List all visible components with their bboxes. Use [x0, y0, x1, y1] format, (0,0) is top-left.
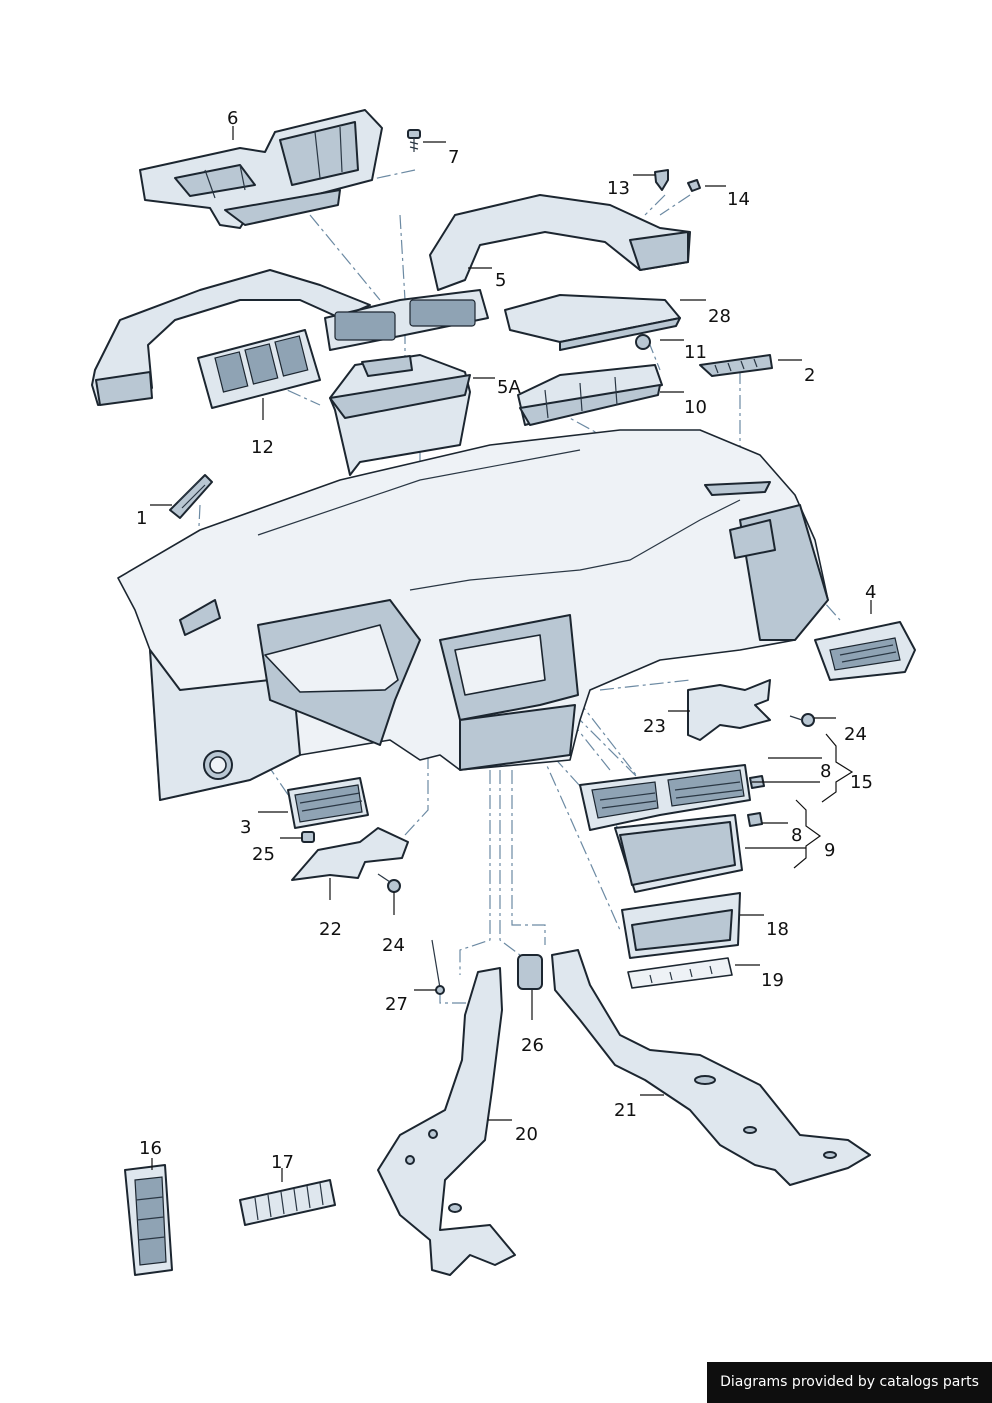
part-28-glovebox-vent	[504, 294, 681, 351]
part-7-screw	[407, 129, 421, 152]
part-8-clip-lower	[747, 812, 763, 827]
part-22-footwell-duct-left	[291, 827, 409, 881]
label-24-right: 24	[844, 724, 867, 745]
label-24-left: 24	[382, 935, 405, 956]
part-2-small-vent-grille	[699, 354, 773, 377]
part-25-clip	[301, 831, 315, 843]
part-13-clip	[654, 169, 669, 191]
label-18: 18	[766, 919, 789, 940]
part-1-side-defroster-vent	[169, 474, 213, 519]
label-19: 19	[761, 970, 784, 991]
label-21: 21	[614, 1100, 637, 1121]
part-26-plug	[517, 954, 543, 990]
label-3: 3	[240, 817, 251, 838]
part-16-vent-grille	[124, 1164, 173, 1276]
part-5-side-air-duct	[91, 194, 691, 406]
part-19-switch-strip	[627, 957, 733, 989]
label-9: 9	[824, 840, 835, 861]
attribution-banner: Diagrams provided by catalogs parts	[707, 1362, 992, 1403]
part-11-clip	[635, 334, 651, 350]
label-22: 22	[319, 919, 342, 940]
part-20-rear-duct-left	[377, 967, 516, 1276]
label-27: 27	[385, 994, 408, 1015]
part-3-left-vent	[287, 777, 369, 829]
part-12-vent-frame	[197, 329, 321, 409]
part-10-center-vent-housing	[517, 364, 663, 426]
label-14: 14	[727, 189, 750, 210]
label-12: 12	[251, 437, 274, 458]
part-labels: 6 7 13 14 5 28 11 2 5A 10 12 1 4 23 24 8…	[136, 108, 876, 1173]
label-26: 26	[521, 1035, 544, 1056]
part-27-cable-tie	[431, 939, 445, 995]
label-7: 7	[448, 147, 459, 168]
part-21-rear-duct-right	[551, 949, 871, 1186]
label-5a: 5A	[497, 377, 521, 398]
part-15-center-vent	[579, 764, 751, 831]
label-23: 23	[643, 716, 666, 737]
label-13: 13	[607, 178, 630, 199]
part-24-screw-right	[789, 713, 815, 727]
label-20: 20	[515, 1124, 538, 1145]
leader-lines	[150, 126, 872, 1182]
label-5: 5	[495, 270, 506, 291]
label-6: 6	[227, 108, 238, 129]
label-8-lower: 8	[791, 825, 802, 846]
label-15: 15	[850, 772, 873, 793]
label-17: 17	[271, 1152, 294, 1173]
dashboard-panel	[117, 429, 829, 801]
part-17-vent-strip	[239, 1179, 336, 1226]
label-28: 28	[708, 306, 731, 327]
label-10: 10	[684, 397, 707, 418]
part-24-screw-left	[377, 873, 401, 893]
part-5a-center-duct	[329, 354, 471, 476]
part-14-nut	[687, 179, 701, 192]
label-1: 1	[136, 508, 147, 529]
label-2: 2	[804, 365, 815, 386]
part-6-defroster-duct	[139, 109, 383, 229]
part-23-bracket	[687, 679, 771, 741]
part-4-right-vent	[814, 621, 916, 681]
label-4: 4	[865, 582, 876, 603]
label-8-upper: 8	[820, 761, 831, 782]
part-9-display-bezel	[614, 814, 743, 893]
label-25: 25	[252, 844, 275, 865]
part-18-trim-panel	[621, 892, 741, 959]
label-16: 16	[139, 1138, 162, 1159]
label-11: 11	[684, 342, 707, 363]
